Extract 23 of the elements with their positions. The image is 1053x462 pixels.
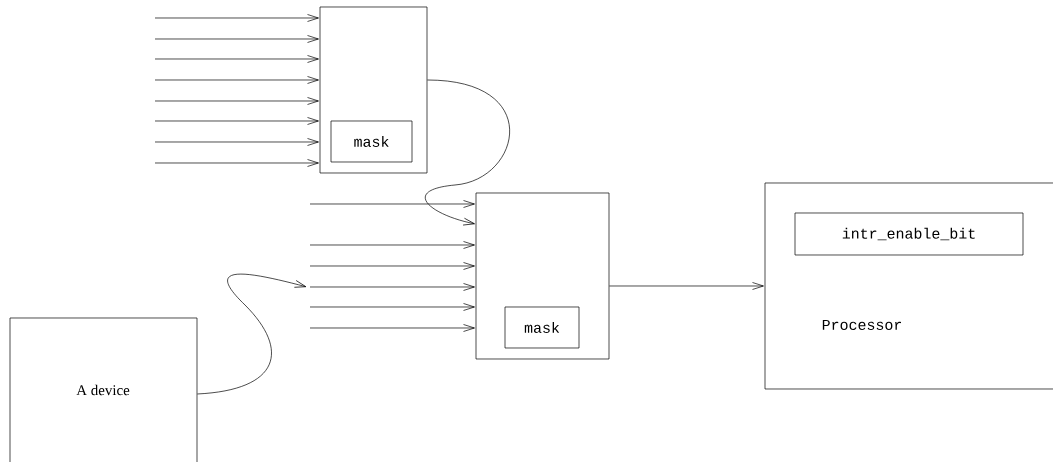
- arrow: [154, 138, 319, 146]
- arrow: [309, 262, 475, 270]
- arrow: [154, 55, 319, 63]
- arrow: [154, 159, 319, 167]
- arrow: [154, 14, 319, 22]
- arrow: [309, 283, 475, 291]
- arrow: [309, 241, 475, 249]
- arrow: [197, 273, 307, 395]
- arrow: [309, 200, 475, 208]
- register-box: mask: [330, 120, 413, 163]
- controller-box: [475, 192, 610, 360]
- arrow: [309, 324, 475, 332]
- register-box: mask: [504, 306, 580, 349]
- controller-box: [319, 6, 428, 174]
- arrow: [425, 79, 511, 226]
- arrow: [609, 282, 764, 290]
- register-box: intr_enable_bit: [794, 212, 1024, 256]
- arrow: [154, 76, 319, 84]
- device-box: A device: [9, 317, 198, 462]
- arrow: [154, 35, 319, 43]
- arrow: [154, 97, 319, 105]
- arrow: [154, 117, 319, 125]
- arrow: [309, 303, 475, 311]
